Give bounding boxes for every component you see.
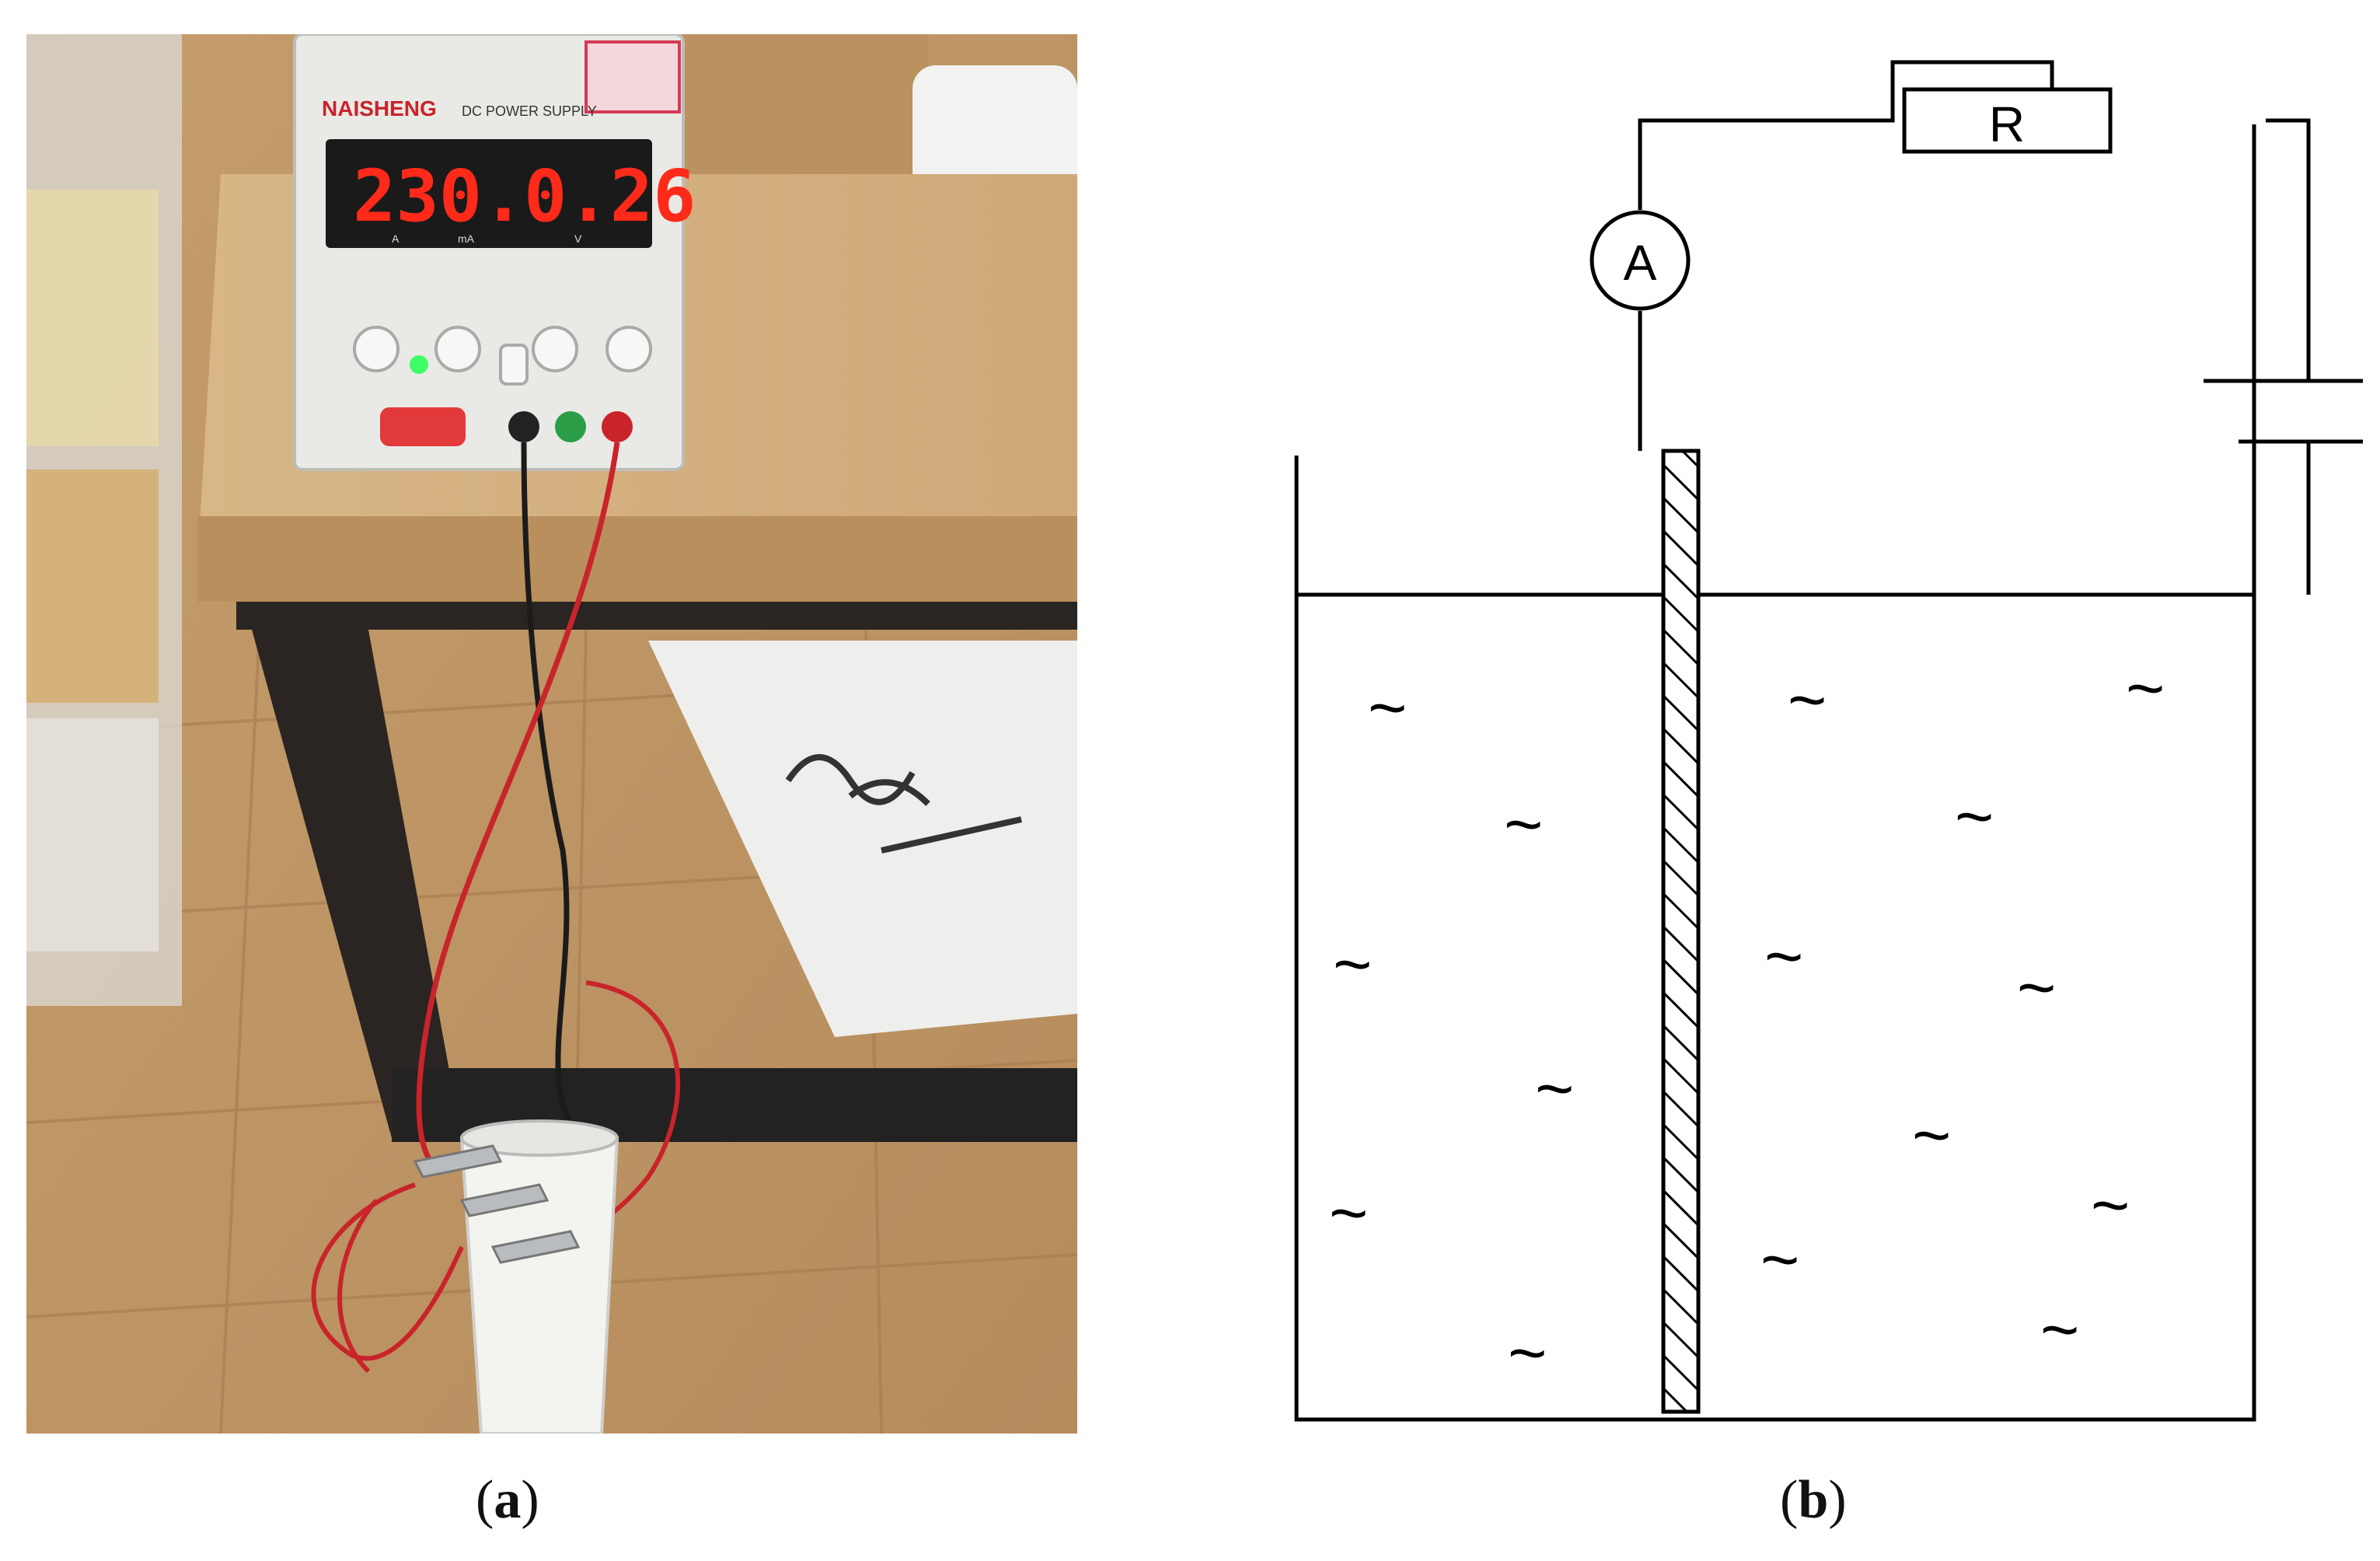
top-wire-right	[2266, 118, 2311, 381]
mode-switch[interactable]	[499, 344, 529, 386]
resistor-label: R	[1989, 96, 2025, 152]
wave-mark: ~	[1329, 1176, 1368, 1251]
voltage-readout: 0.26	[524, 155, 696, 238]
dc-power-supply: NAISHENG DC POWER SUPPLY 230. 0.26 A mA …	[293, 34, 696, 471]
wave-mark: ~	[2040, 1293, 2079, 1367]
wave-mark: ~	[1788, 663, 1827, 738]
caption-b-letter: b	[1798, 1470, 1829, 1530]
wave-mark: ~	[2017, 951, 2056, 1025]
current-fine-knob[interactable]	[434, 326, 481, 372]
caption-a: (a)	[476, 1470, 539, 1530]
negative-terminal[interactable]	[508, 411, 539, 442]
unit-ma-label: mA	[458, 232, 475, 245]
unit-a-label: A	[392, 232, 400, 245]
wave-mark: ~	[1764, 920, 1803, 994]
ground-terminal[interactable]	[555, 411, 586, 442]
setup-photo-illustration: NAISHENG DC POWER SUPPLY 230. 0.26 A mA …	[26, 34, 1077, 1434]
metal-electrode	[1661, 449, 1701, 1414]
alligator-clips	[413, 1144, 581, 1264]
wave-mark: ~	[1955, 780, 1994, 854]
brand-sub-label: DC POWER SUPPLY	[462, 103, 597, 119]
current-readout: 230.	[353, 155, 525, 238]
positive-terminal[interactable]	[602, 411, 633, 442]
electrolyte-cup	[459, 1119, 619, 1434]
top-wire-left	[1638, 60, 2054, 210]
liquid-waves: ~ ~ ~ ~ ~ ~ ~ ~ ~ ~ ~ ~ ~ ~ ~	[1329, 651, 2165, 1391]
lcd-display	[326, 139, 652, 248]
caption-b: (b)	[1780, 1470, 1847, 1530]
wave-mark: ~	[1912, 1098, 1951, 1173]
current-coarse-knob[interactable]	[353, 326, 400, 372]
voltage-coarse-knob[interactable]	[532, 326, 578, 372]
power-button[interactable]	[380, 407, 466, 446]
ammeter-label: A	[1624, 235, 1657, 291]
schematic-drawing: R A ~ ~ ~ ~ ~ ~ ~ ~ ~ ~ ~ ~ ~ ~ ~	[1294, 60, 2363, 1422]
storage-bin	[648, 641, 1077, 1037]
wave-mark: ~	[1333, 927, 1372, 1002]
wave-mark: ~	[2091, 1168, 2130, 1243]
brand-label: NAISHENG	[322, 96, 437, 120]
wave-mark: ~	[1368, 671, 1407, 746]
wave-mark: ~	[2126, 651, 2165, 726]
wave-mark: ~	[1508, 1316, 1547, 1391]
wave-mark: ~	[1504, 787, 1543, 862]
unit-v-label: V	[574, 232, 582, 245]
circuit-schematic: R A ~ ~ ~ ~ ~ ~ ~ ~ ~ ~ ~ ~ ~ ~ ~	[1244, 47, 2363, 1446]
caption-a-letter: a	[494, 1470, 522, 1530]
ammeter	[1590, 210, 1691, 311]
table-leg	[252, 630, 462, 1138]
red-lead-wire	[416, 442, 620, 1163]
wave-mark: ~	[1535, 1052, 1574, 1126]
power-led	[410, 355, 428, 374]
resistor	[1902, 87, 2113, 154]
electrolyte-container	[1294, 124, 2256, 1422]
voltage-fine-knob[interactable]	[605, 326, 652, 372]
black-lead-wire	[521, 442, 574, 1124]
setup-photo: NAISHENG DC POWER SUPPLY 230. 0.26 A mA …	[26, 34, 1077, 1434]
wave-mark: ~	[1761, 1223, 1799, 1297]
table-edge	[197, 516, 1077, 602]
